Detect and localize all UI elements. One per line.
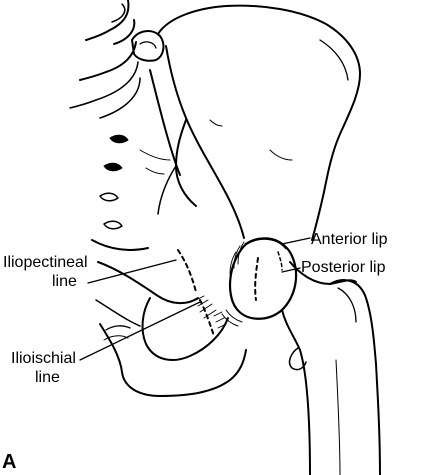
label-anterior-lip: Anterior lip bbox=[311, 231, 388, 248]
iliopectineal-leader bbox=[87, 259, 177, 284]
label-ilioischial-line-1: Ilioischial bbox=[11, 350, 76, 367]
pelvic-brim-drawing bbox=[95, 249, 199, 327]
posterior-lip-leader bbox=[281, 267, 301, 273]
label-iliopectineal-line-1: Iliopectineal bbox=[3, 254, 88, 271]
label-ilioischial-line-2: line bbox=[35, 369, 60, 386]
label-posterior-lip: Posterior lip bbox=[301, 259, 386, 276]
ilium-drawing bbox=[157, 4, 361, 241]
spine-sacrum-drawing bbox=[69, 0, 181, 251]
panel-letter: A bbox=[2, 451, 17, 473]
lumbosacral-facet bbox=[131, 30, 165, 62]
ilioischial-leader bbox=[79, 301, 201, 361]
label-iliopectineal-line-2: line bbox=[52, 273, 77, 290]
leader-lines bbox=[79, 237, 311, 361]
femur-drawing bbox=[281, 261, 381, 475]
anterior-lip-leader bbox=[281, 237, 311, 245]
ischium-obturator-drawing bbox=[99, 295, 247, 397]
